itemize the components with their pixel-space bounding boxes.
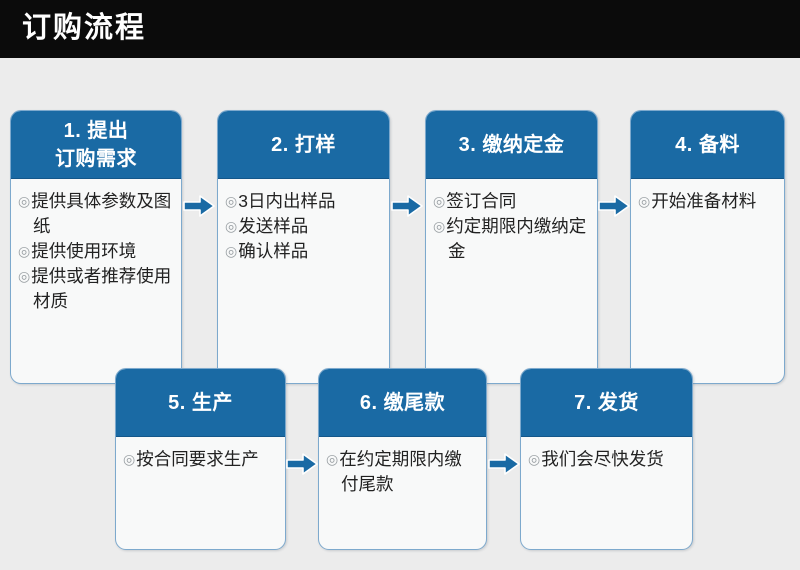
- arrow-right-icon-4: [285, 451, 319, 477]
- flow-step-1-item-3: ◎提供或者推荐使用材质: [18, 264, 174, 314]
- flow-step-6-title: 6. 缴尾款: [359, 391, 446, 414]
- flow-step-7-item-1: ◎我们会尽快发货: [528, 447, 685, 472]
- flow-step-2-item-1-text: 3日内出样品: [238, 191, 336, 211]
- flow-step-1-item-3-text: 提供或者推荐使用材质: [31, 266, 172, 311]
- bullet-circle-icon: ◎: [123, 451, 136, 467]
- flow-step-1-item-2: ◎提供使用环境: [18, 239, 174, 264]
- flow-step-1-body: ◎提供具体参数及图纸 ◎提供使用环境 ◎提供或者推荐使用材质: [11, 179, 181, 322]
- bullet-circle-icon: ◎: [528, 451, 541, 467]
- flow-step-3-item-2-text: 约定期限内缴纳定金: [446, 216, 587, 261]
- flow-step-4-item-1-text: 开始准备材料: [651, 191, 757, 211]
- flow-step-6-item-1: ◎在约定期限内缴付尾款: [326, 447, 479, 497]
- bullet-circle-icon: ◎: [225, 218, 238, 234]
- flow-step-card-4[interactable]: 4. 备料 ◎开始准备材料: [630, 110, 785, 384]
- flow-step-5-item-1-text: 按合同要求生产: [136, 449, 259, 469]
- flow-step-7-body: ◎我们会尽快发货: [521, 437, 692, 480]
- flow-step-1-title: 1. 提出订购需求: [55, 117, 137, 173]
- title-banner: 订购流程: [0, 0, 800, 58]
- flow-step-7-title: 7. 发货: [574, 391, 639, 414]
- bullet-circle-icon: ◎: [433, 193, 446, 209]
- flow-step-2-body: ◎3日内出样品 ◎发送样品 ◎确认样品: [218, 179, 389, 272]
- flow-step-6-header: 6. 缴尾款: [319, 369, 486, 437]
- bullet-circle-icon: ◎: [18, 243, 31, 259]
- flow-step-1-item-1-text: 提供具体参数及图纸: [31, 191, 172, 236]
- bullet-circle-icon: ◎: [18, 268, 31, 284]
- flow-step-card-2[interactable]: 2. 打样 ◎3日内出样品 ◎发送样品 ◎确认样品: [217, 110, 390, 384]
- flow-step-2-item-3: ◎确认样品: [225, 239, 382, 264]
- flow-step-3-header: 3. 缴纳定金: [426, 111, 597, 179]
- flow-step-1-title-line-2: 订购需求: [55, 147, 137, 170]
- flow-step-1-item-2-text: 提供使用环境: [31, 241, 137, 261]
- flow-step-3-body: ◎签订合同 ◎约定期限内缴纳定金: [426, 179, 597, 272]
- flow-step-2-header: 2. 打样: [218, 111, 389, 179]
- flow-step-card-6[interactable]: 6. 缴尾款 ◎在约定期限内缴付尾款: [318, 368, 487, 550]
- flow-step-3-item-1-text: 签订合同: [446, 191, 517, 211]
- flow-step-3-title: 3. 缴纳定金: [458, 133, 565, 156]
- flow-step-3-item-1: ◎签订合同: [433, 189, 590, 214]
- flow-step-2-item-3-text: 确认样品: [238, 241, 309, 261]
- flow-step-card-3[interactable]: 3. 缴纳定金 ◎签订合同 ◎约定期限内缴纳定金: [425, 110, 598, 384]
- bullet-circle-icon: ◎: [225, 243, 238, 259]
- bullet-circle-icon: ◎: [433, 218, 446, 234]
- arrow-right-icon-5: [487, 451, 521, 477]
- order-process-flow: 1. 提出订购需求 ◎提供具体参数及图纸 ◎提供使用环境 ◎提供或者推荐使用材质…: [0, 58, 800, 570]
- flow-step-5-item-1: ◎按合同要求生产: [123, 447, 278, 472]
- arrow-right-icon-2: [390, 193, 424, 219]
- bullet-circle-icon: ◎: [18, 193, 31, 209]
- flow-step-4-title: 4. 备料: [675, 133, 740, 156]
- flow-step-1-item-1: ◎提供具体参数及图纸: [18, 189, 174, 239]
- flow-step-3-item-2: ◎约定期限内缴纳定金: [433, 214, 590, 264]
- flow-step-1-header: 1. 提出订购需求: [11, 111, 181, 179]
- flow-step-7-item-1-text: 我们会尽快发货: [541, 449, 664, 469]
- bullet-circle-icon: ◎: [638, 193, 651, 209]
- flow-step-card-5[interactable]: 5. 生产 ◎按合同要求生产: [115, 368, 286, 550]
- flow-step-card-7[interactable]: 7. 发货 ◎我们会尽快发货: [520, 368, 693, 550]
- flow-step-4-body: ◎开始准备材料: [631, 179, 784, 222]
- flow-step-6-body: ◎在约定期限内缴付尾款: [319, 437, 486, 505]
- flow-step-7-header: 7. 发货: [521, 369, 692, 437]
- bullet-circle-icon: ◎: [326, 451, 339, 467]
- flow-step-4-header: 4. 备料: [631, 111, 784, 179]
- flow-step-4-item-1: ◎开始准备材料: [638, 189, 777, 214]
- arrow-right-icon-1: [182, 193, 216, 219]
- bullet-circle-icon: ◎: [225, 193, 238, 209]
- flow-step-5-header: 5. 生产: [116, 369, 285, 437]
- flow-step-2-item-2-text: 发送样品: [238, 216, 309, 236]
- flow-step-1-title-line-1: 1. 提出: [63, 119, 129, 142]
- flow-step-2-item-2: ◎发送样品: [225, 214, 382, 239]
- flow-step-2-item-1: ◎3日内出样品: [225, 189, 382, 214]
- flow-step-6-item-1-text: 在约定期限内缴付尾款: [339, 449, 462, 494]
- flow-step-5-title: 5. 生产: [168, 391, 233, 414]
- flow-step-5-body: ◎按合同要求生产: [116, 437, 285, 480]
- arrow-right-icon-3: [597, 193, 631, 219]
- page-title: 订购流程: [22, 12, 147, 44]
- flow-step-2-title: 2. 打样: [271, 133, 336, 156]
- flow-step-card-1[interactable]: 1. 提出订购需求 ◎提供具体参数及图纸 ◎提供使用环境 ◎提供或者推荐使用材质: [10, 110, 182, 384]
